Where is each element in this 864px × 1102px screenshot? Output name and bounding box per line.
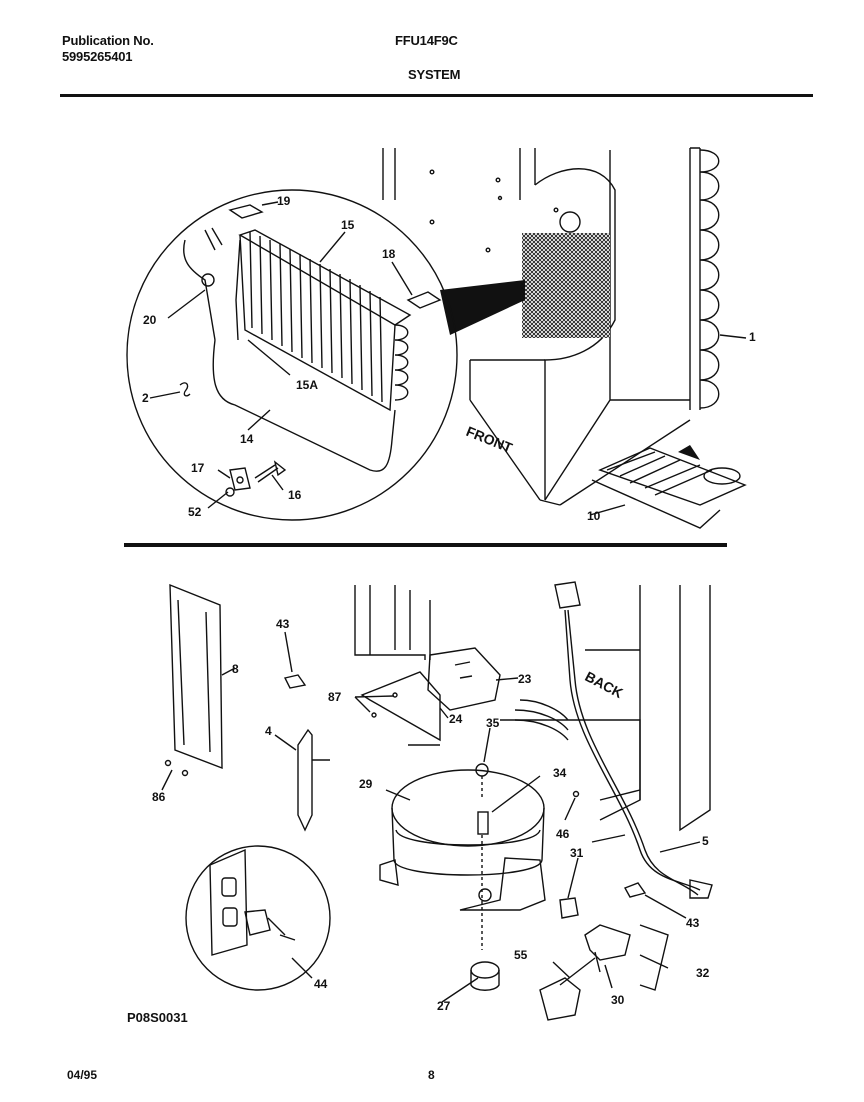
callout-32: 32 — [696, 966, 710, 980]
callout-15: 15 — [341, 218, 355, 232]
relay-23 — [427, 647, 501, 711]
harness-connector — [554, 581, 581, 609]
pad-19 — [228, 204, 264, 219]
callout-4: 4 — [265, 724, 272, 738]
pad-18 — [406, 291, 442, 309]
callout-35: 35 — [486, 716, 500, 730]
callout-52: 52 — [188, 505, 202, 519]
callout-1: 1 — [749, 330, 756, 344]
drier-4 — [297, 728, 313, 832]
callout-34: 34 — [553, 766, 567, 780]
callout-46: 46 — [556, 827, 570, 841]
pointer-wedge — [440, 280, 525, 335]
callout-55: 55 — [514, 948, 528, 962]
callout-20: 20 — [143, 313, 157, 327]
clip-43-lower — [623, 882, 647, 898]
tubing-14 — [212, 339, 396, 472]
section-title: SYSTEM — [408, 67, 461, 82]
callout-17: 17 — [191, 461, 205, 475]
condenser-coil-drawing — [690, 147, 720, 410]
publication-number: 5995265401 — [62, 49, 133, 64]
callout-8: 8 — [232, 662, 239, 676]
outlet-detail-circle — [185, 845, 331, 991]
callout-19: 19 — [277, 194, 291, 208]
cover-32 — [639, 924, 669, 991]
bolt-16 — [254, 464, 279, 483]
callout-2: 2 — [142, 391, 149, 405]
evaporator-mesh — [522, 233, 610, 338]
drawing-id: P08S0031 — [127, 1010, 188, 1025]
drain-pan-tubing-drawing — [591, 447, 747, 529]
bracket-24 — [360, 671, 441, 742]
callout-23: 23 — [518, 672, 532, 686]
airflow-arrow-icon — [678, 445, 700, 460]
callout-10: 10 — [587, 509, 601, 523]
callout-16: 16 — [288, 488, 302, 502]
callout-87: 87 — [328, 690, 342, 704]
grommet-27 — [470, 961, 500, 979]
plug-44 — [244, 909, 296, 941]
capacitor-55 — [539, 977, 581, 1021]
callout-14: 14 — [240, 432, 254, 446]
compressor-29 — [379, 744, 546, 911]
overload-30 — [584, 924, 631, 961]
page-number: 8 — [428, 1068, 435, 1082]
callout-43-lower: 43 — [686, 916, 700, 930]
callout-86: 86 — [152, 790, 166, 804]
section-divider — [124, 543, 727, 547]
callout-24: 24 — [449, 712, 463, 726]
detail-magnifier-circle — [126, 189, 458, 521]
header-rule — [60, 94, 813, 97]
callout-18: 18 — [382, 247, 396, 261]
screw-46 — [572, 790, 580, 798]
callout-43: 43 — [276, 617, 290, 631]
wall-outlet — [209, 848, 248, 956]
bracket-8 — [164, 583, 223, 777]
plug-5 — [689, 879, 713, 899]
clip-43 — [283, 674, 307, 689]
callout-30: 30 — [611, 993, 625, 1007]
connector-31 — [559, 897, 579, 919]
grommet-52 — [225, 487, 235, 497]
plate-17 — [229, 467, 251, 491]
callout-27: 27 — [437, 999, 451, 1013]
cabinet-back-drawing — [354, 585, 711, 832]
callout-5: 5 — [702, 834, 709, 848]
footer-date: 04/95 — [67, 1068, 98, 1082]
thermostat-sensor-20 — [201, 273, 215, 287]
evaporator-drawing — [235, 229, 412, 412]
publication-label: Publication No. — [62, 33, 154, 48]
callout-29: 29 — [359, 777, 373, 791]
callout-15a: 15A — [296, 378, 319, 392]
callout-44: 44 — [314, 977, 328, 991]
callout-31: 31 — [570, 846, 584, 860]
model-number: FFU14F9C — [395, 33, 458, 48]
spacer-34 — [477, 811, 489, 835]
